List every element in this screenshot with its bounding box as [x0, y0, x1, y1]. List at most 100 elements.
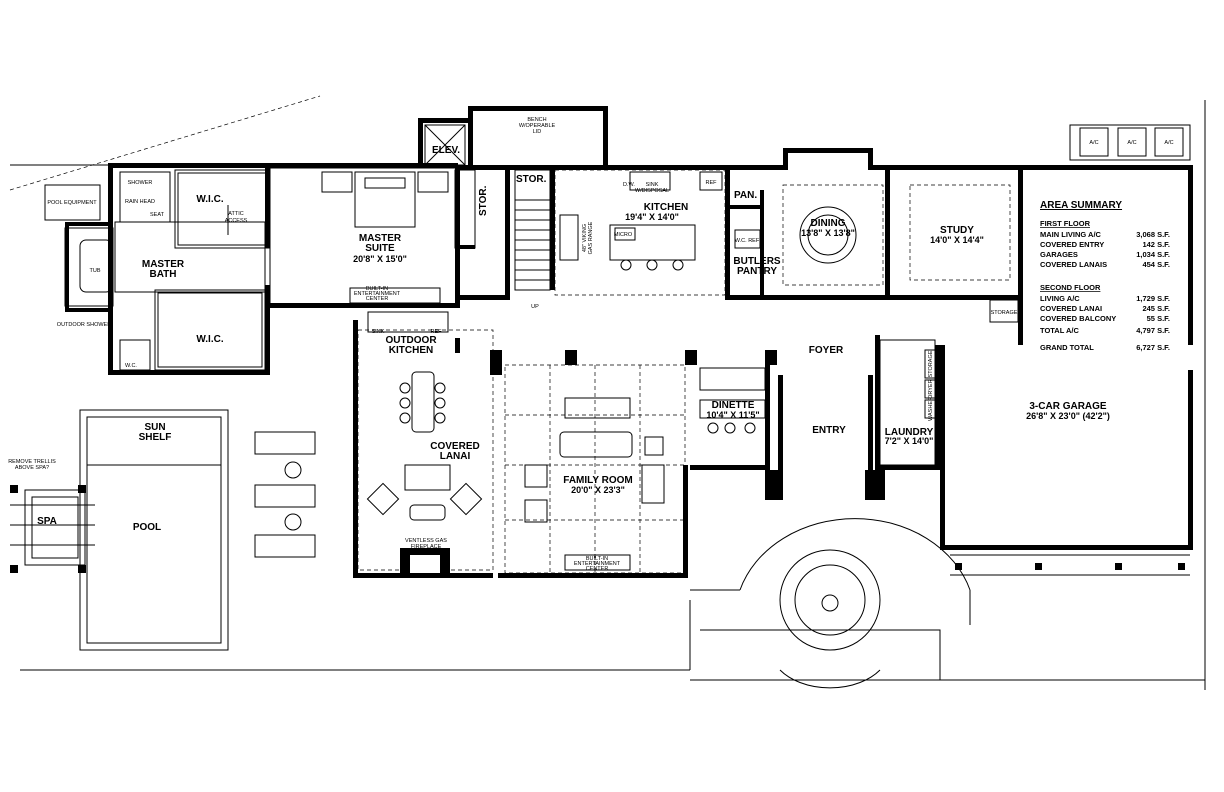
- label-study: STUDY: [940, 225, 974, 236]
- note-dw: D.W.: [623, 182, 635, 188]
- label-dining: DINING: [811, 218, 846, 229]
- label-sun-shelf-1: SUN: [144, 422, 165, 433]
- label-master-suite-1: MASTER: [359, 233, 402, 244]
- area-summary-title: AREA SUMMARY: [1040, 200, 1122, 211]
- label-covered-lanai-2: LANAI: [440, 451, 471, 462]
- note-ac-3: A/C: [1164, 140, 1173, 146]
- label-wic-lower: W.I.C.: [196, 334, 223, 345]
- label-dinette-dim: 10'4" X 11'5": [706, 410, 759, 420]
- label-butlers-1: BUTLERS: [733, 256, 781, 267]
- note-ac-1: A/C: [1089, 140, 1098, 146]
- sf-row-label: COVERED BALCONY: [1040, 314, 1116, 323]
- note-sink-2: W/DISPOSAL: [635, 188, 669, 194]
- label-laundry-dim: 7'2" X 14'0": [885, 436, 934, 446]
- note-micro: MICRO: [614, 232, 633, 238]
- note-tub: TUB: [90, 268, 101, 274]
- label-family-room-dim: 20'0" X 23'3": [571, 485, 625, 495]
- grand-total-label: GRAND TOTAL: [1040, 343, 1094, 352]
- label-family-room: FAMILY ROOM: [563, 475, 632, 486]
- label-outdoor-kitchen-1: OUTDOOR: [385, 335, 437, 346]
- note-fireplace-2: FIREPLACE: [411, 544, 442, 550]
- grand-total-value: 6,727 S.F.: [1136, 343, 1170, 352]
- label-elev: ELEV.: [432, 145, 460, 156]
- label-dining-dim: 13'8" X 13'8": [801, 228, 855, 238]
- note-wc-ref: W.C. REF: [735, 238, 760, 244]
- sf-row-label: COVERED LANAI: [1040, 304, 1102, 313]
- note-remove-trellis-2: ABOVE SPA?: [15, 465, 49, 471]
- room-labels: ELEV. STOR. STOR. PAN. KITCHEN 19'4" X 1…: [37, 145, 1110, 533]
- note-up: UP: [531, 304, 539, 310]
- label-butlers-2: PANTRY: [737, 266, 777, 277]
- exterior-walls: [65, 106, 1193, 578]
- note-builtin-family-2: ENTERTAINMENT: [574, 561, 621, 567]
- label-pan: PAN.: [734, 190, 757, 201]
- note-range-2: GAS RANGE: [588, 221, 594, 254]
- note-dryer: DRYER: [928, 379, 934, 398]
- note-outdoor-shower: OUTDOOR SHOWER: [57, 322, 111, 328]
- note-remove-trellis-1: REMOVE TRELLIS: [8, 459, 56, 465]
- label-master-bath-2: BATH: [149, 269, 176, 280]
- label-laundry: LAUNDRY: [885, 427, 934, 438]
- ff-row-value: 1,034 S.F.: [1136, 250, 1170, 259]
- label-covered-lanai-1: COVERED: [430, 441, 479, 452]
- ff-row-label: GARAGES: [1040, 250, 1078, 259]
- ff-row-value: 142 S.F.: [1142, 240, 1170, 249]
- note-builtin-family-1: BUILT-IN: [586, 556, 608, 562]
- note-builtin-master-2: ENTERTAINMENT: [354, 291, 401, 297]
- note-pool-equipment: POOL EQUIPMENT: [47, 200, 97, 206]
- label-spa: SPA: [37, 516, 57, 527]
- area-summary: AREA SUMMARY FIRST FLOOR MAIN LIVING A/C…: [1040, 200, 1170, 352]
- note-ref-ok: REF: [431, 329, 443, 335]
- label-wic-upper: W.I.C.: [196, 194, 223, 205]
- note-attic-1: ATTIC: [228, 211, 244, 217]
- sf-row-value: 245 S.F.: [1142, 304, 1170, 313]
- second-floor-heading: SECOND FLOOR: [1040, 283, 1101, 292]
- total-ac-label: TOTAL A/C: [1040, 326, 1079, 335]
- label-dinette: DINETTE: [712, 400, 755, 411]
- note-builtin-family-3: CENTER: [586, 566, 609, 572]
- ff-row-label: COVERED LANAIS: [1040, 260, 1107, 269]
- note-sink-1: SINK: [646, 182, 659, 188]
- label-master-suite-2: SUITE: [365, 243, 395, 254]
- ff-row-value: 454 S.F.: [1142, 260, 1170, 269]
- label-kitchen: KITCHEN: [644, 202, 688, 213]
- ff-row-label: COVERED ENTRY: [1040, 240, 1104, 249]
- label-outdoor-kitchen-2: KITCHEN: [389, 345, 433, 356]
- label-garage-dim: 26'8" X 23'0" (42'2"): [1026, 411, 1110, 421]
- label-study-dim: 14'0" X 14'4": [930, 235, 984, 245]
- note-rain-head: RAIN HEAD: [125, 199, 155, 205]
- label-master-bath-1: MASTER: [142, 259, 185, 270]
- note-builtin-master-1: BUILT-IN: [366, 286, 388, 292]
- note-ref: REF: [706, 180, 718, 186]
- label-stor-a: STOR.: [478, 185, 489, 216]
- interior-partitions: [10, 124, 1191, 689]
- sf-row-label: LIVING A/C: [1040, 294, 1080, 303]
- sf-row-value: 1,729 S.F.: [1136, 294, 1170, 303]
- note-attic-2: ACCESS: [225, 218, 248, 224]
- note-sink-ok: SINK: [372, 329, 385, 335]
- note-fireplace-1: VENTLESS GAS: [405, 538, 447, 544]
- first-floor-heading: FIRST FLOOR: [1040, 219, 1091, 228]
- ff-row-value: 3,068 S.F.: [1136, 230, 1170, 239]
- label-entry: ENTRY: [812, 425, 846, 436]
- label-foyer: FOYER: [809, 345, 844, 356]
- note-range-1: 48" VIKING: [582, 224, 588, 252]
- note-builtin-master-3: CENTER: [366, 296, 389, 302]
- ff-row-label: MAIN LIVING A/C: [1040, 230, 1102, 239]
- label-master-suite-dim: 20'8" X 15'0": [353, 254, 407, 264]
- note-wc: W.C.: [125, 363, 137, 369]
- note-storage-b: STORAGE: [928, 350, 934, 377]
- note-seat: SEAT: [150, 212, 165, 218]
- label-kitchen-dim: 19'4" X 14'0": [625, 212, 679, 222]
- property-line: [9, 95, 1206, 690]
- note-washer: WASHER: [928, 397, 934, 421]
- note-shower: SHOWER: [128, 180, 153, 186]
- label-pool: POOL: [133, 522, 161, 533]
- note-bench-3: LID: [533, 129, 542, 135]
- sf-row-value: 55 S.F.: [1147, 314, 1170, 323]
- total-ac-value: 4,797 S.F.: [1136, 326, 1170, 335]
- label-sun-shelf-2: SHELF: [139, 432, 172, 443]
- fixture-notes: POOL EQUIPMENT SHOWER RAIN HEAD SEAT ATT…: [8, 117, 1173, 572]
- label-garage: 3-CAR GARAGE: [1029, 401, 1107, 412]
